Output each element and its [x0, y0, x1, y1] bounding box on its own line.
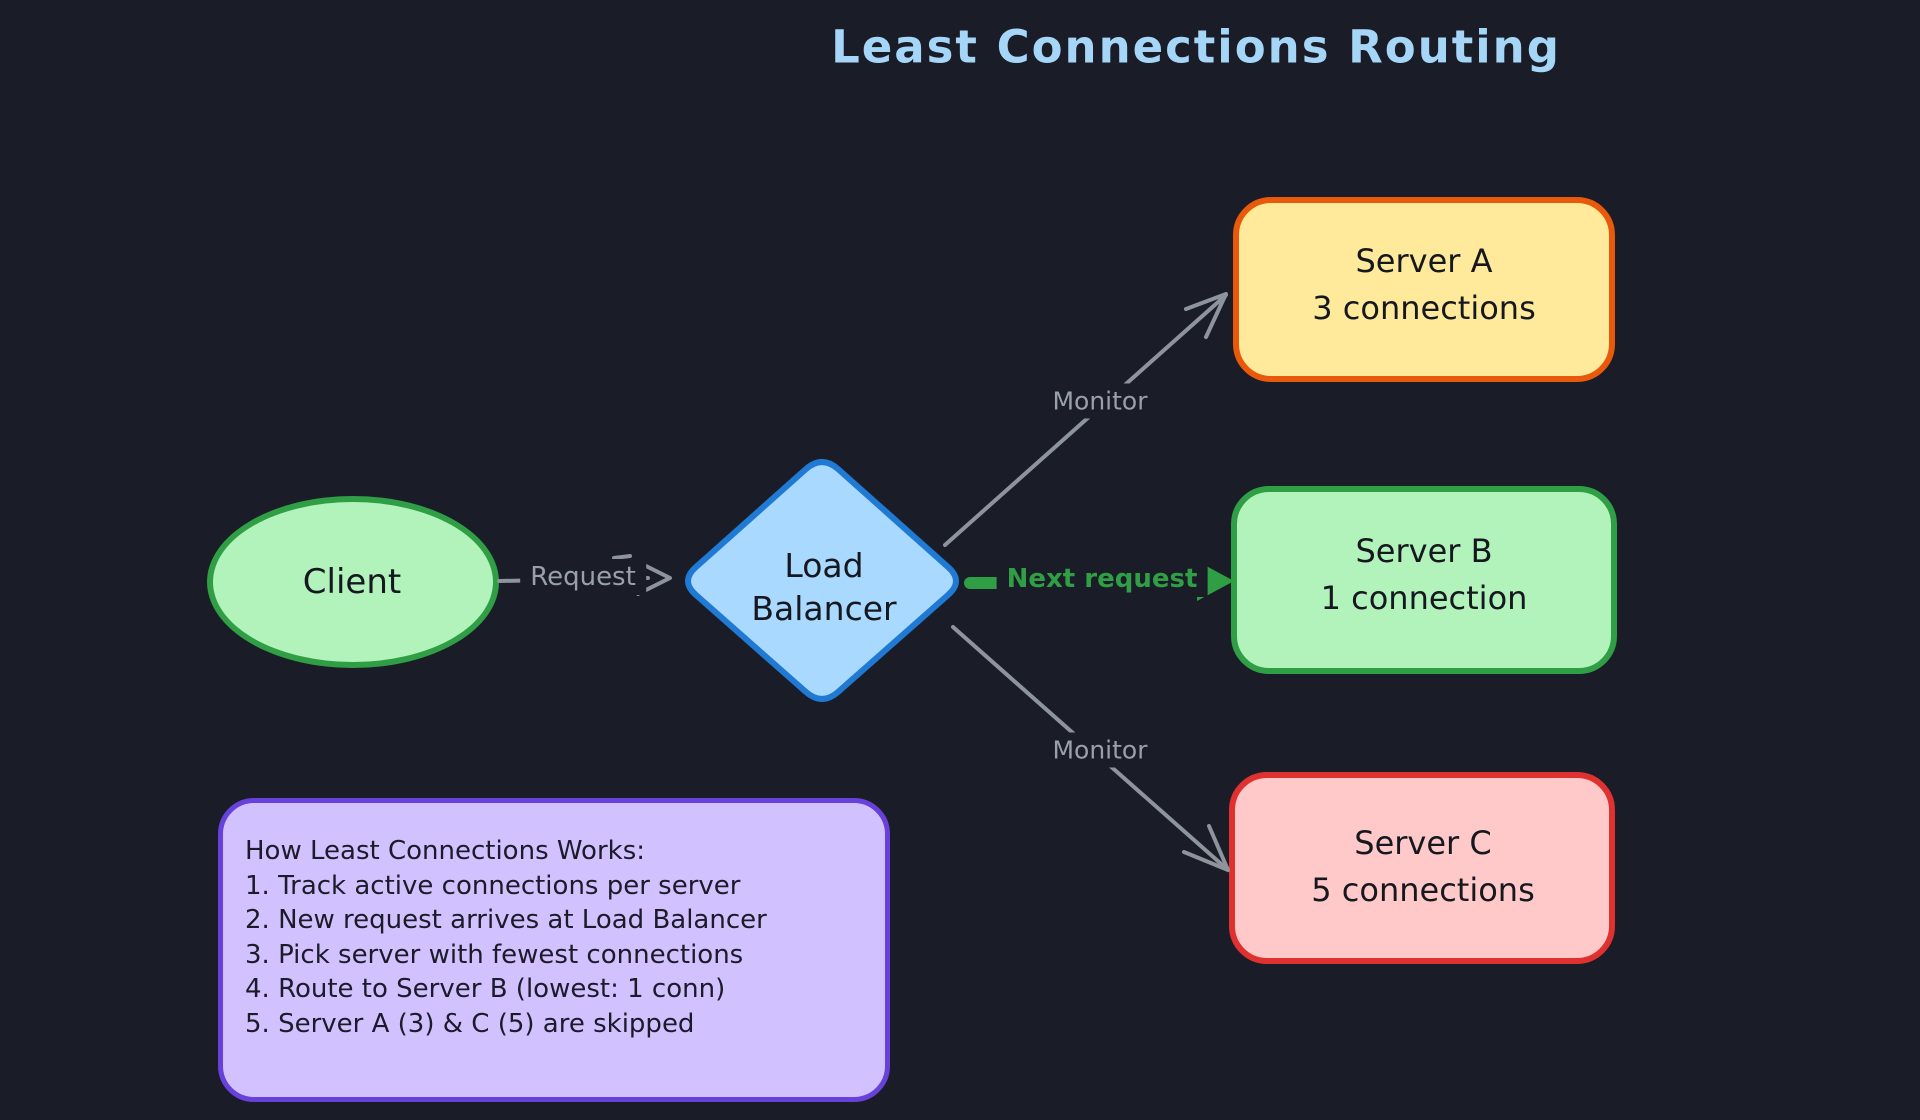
server-a-name: Server A: [1355, 242, 1493, 280]
note-heading: How Least Connections Works:: [245, 836, 646, 866]
server-c-connections: 5 connections: [1311, 871, 1535, 909]
note-step-2: 2. New request arrives at Load Balancer: [245, 905, 767, 935]
server-b-label: Server B 1 connection: [1321, 528, 1528, 622]
note-step-5: 5. Server A (3) & C (5) are skipped: [245, 1008, 695, 1039]
note-step-4: 4. Route to Server B (lowest: 1 conn): [245, 974, 726, 1004]
diagram-title: Least Connections Routing: [831, 20, 1561, 74]
server-c-label: Server C 5 connections: [1311, 820, 1535, 914]
note-step-1: 1. Track active connections per server: [245, 870, 741, 901]
load-balancer-label-line2: Balancer: [751, 589, 897, 628]
monitor-top-edge-label: Monitor: [1042, 383, 1158, 419]
server-b-connections: 1 connection: [1320, 579, 1528, 617]
server-c-node: [1229, 772, 1615, 964]
monitor-arrow-top: [943, 292, 1228, 547]
next-request-edge-label: Next request: [996, 561, 1208, 597]
server-a-connections: 3 connections: [1312, 289, 1536, 327]
explanation-note: How Least Connections Works: 1. Track ac…: [218, 798, 890, 1102]
server-b-name: Server B: [1355, 532, 1493, 570]
server-b-node: [1231, 486, 1617, 674]
load-balancer-label-line1: Load: [784, 546, 864, 585]
server-a-label: Server A 3 connections: [1312, 238, 1536, 332]
load-balancer-label: Load Balancer: [751, 544, 896, 630]
note-step-3: 3. Pick server with fewest connections: [245, 939, 744, 970]
client-label: Client: [302, 562, 402, 602]
server-a-node: [1233, 197, 1615, 382]
request-edge-label: Request: [520, 559, 646, 595]
client-node: [207, 496, 499, 668]
monitor-bottom-edge-label: Monitor: [1042, 732, 1158, 768]
server-c-name: Server C: [1354, 824, 1492, 862]
